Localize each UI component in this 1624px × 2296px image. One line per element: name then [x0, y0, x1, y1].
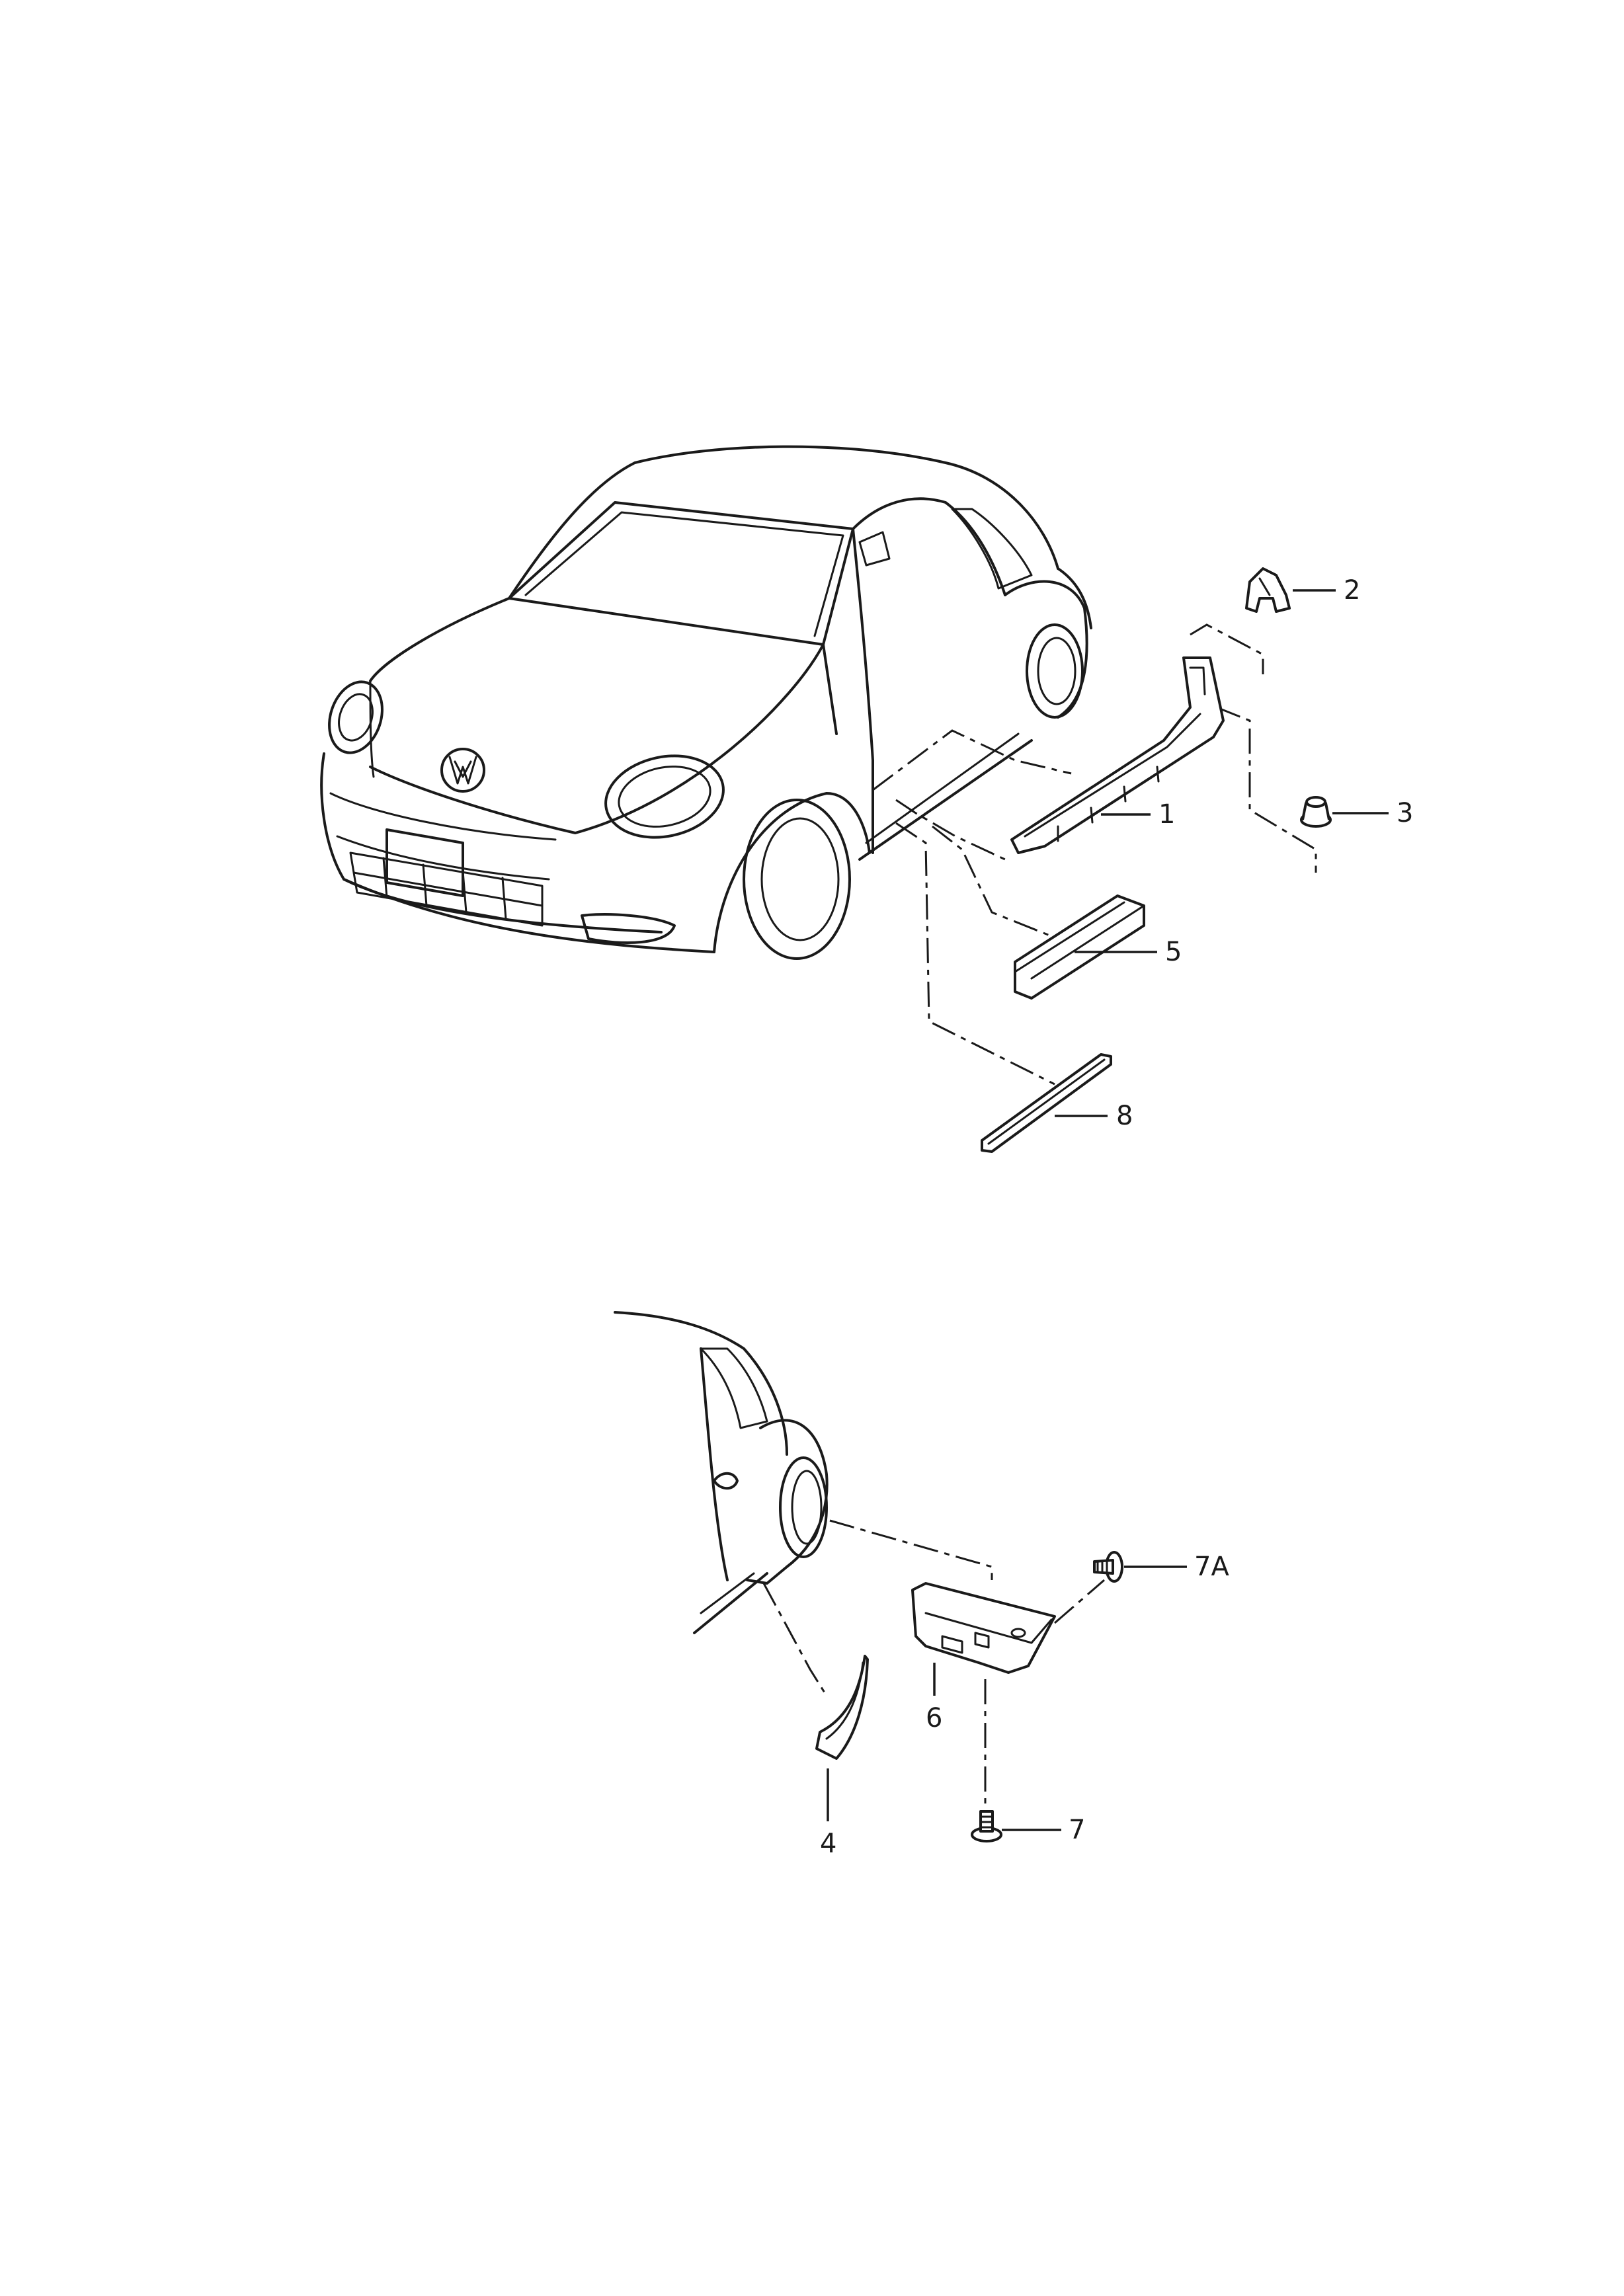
part-4-curved-trim [815, 1655, 869, 1760]
vw-emblem-icon [440, 748, 485, 793]
callout-8: 8 [1116, 1101, 1133, 1131]
part-3-nut [1300, 796, 1332, 828]
callout-2: 2 [1344, 575, 1360, 606]
part-7a-screw [1093, 1551, 1123, 1583]
callout-1: 1 [1158, 799, 1175, 830]
part-5-angled-trim [1014, 894, 1145, 1000]
part-7-screw [971, 1810, 1002, 1842]
assembly-guide-lines-lower [762, 1519, 1105, 1815]
callout-7a: 7A [1194, 1552, 1229, 1582]
part-6-bracket [911, 1582, 1056, 1674]
callout-3: 3 [1397, 798, 1413, 828]
assembly-guide-lines-upper [872, 623, 1317, 1086]
part-2-clip [1245, 567, 1291, 613]
callout-7: 7 [1069, 1815, 1085, 1845]
car-front-three-quarter-view [320, 445, 1092, 960]
part-1-sill-trim [1010, 656, 1225, 854]
car-rear-quarter-detail [614, 1311, 829, 1634]
callout-6: 6 [926, 1703, 942, 1733]
part-8-thin-strip [981, 1053, 1112, 1153]
callout-4: 4 [820, 1829, 836, 1859]
callout-5: 5 [1165, 937, 1182, 967]
